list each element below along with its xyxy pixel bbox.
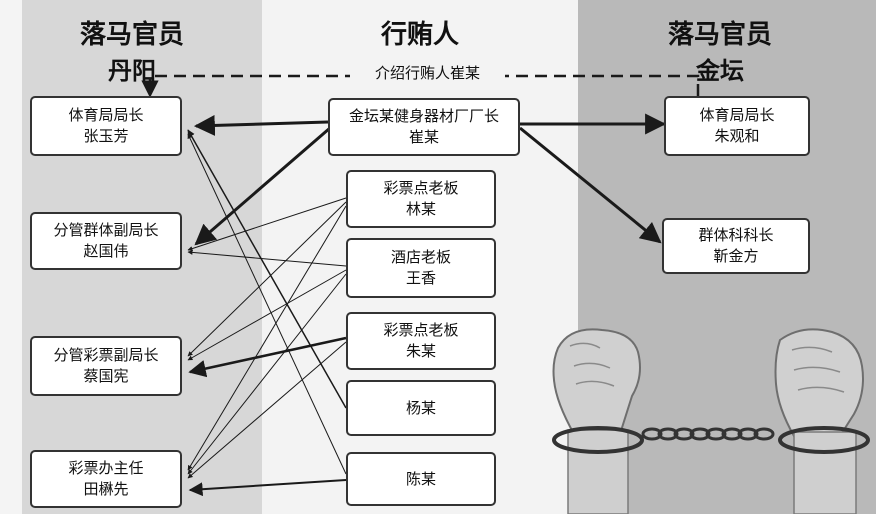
link-wang-tian [187,273,347,475]
briber-zhu: 彩票点老板 朱某 [346,312,496,370]
official-cai-guoxian: 分管彩票副局长 蔡国宪 [30,336,182,396]
official-tian-maoxian: 彩票办主任 田楙先 [30,450,182,508]
official-title: 群体科科长 [698,226,774,244]
link-lin-zhao [187,197,347,251]
official-name: 靳金方 [713,247,759,265]
official-name: 赵国伟 [83,242,129,260]
briber-lin: 彩票点老板 林某 [346,170,496,228]
link-cui-zhao [194,126,331,246]
briber-name: 陈某 [405,469,436,488]
intro-label: 介绍行贿人崔某 [350,62,505,83]
official-name: 田楙先 [83,480,129,498]
link-zhu-tian [187,341,347,479]
middle-header-title: 行贿人 [380,20,459,50]
link-lin-tian [187,205,347,471]
official-title: 体育局局长 [68,106,144,124]
link-wang-cai [187,269,347,361]
briber-title: 金坛某健身器材厂厂长 [348,107,499,125]
handcuffed-fists-illustration [552,328,870,514]
briber-yang: 杨某 [346,380,496,436]
briber-title: 酒店老板 [390,248,451,266]
official-name: 朱观和 [714,127,760,145]
briber-title: 彩票点老板 [383,179,459,197]
link-cui-jin [519,126,662,244]
official-zhang-yufang: 体育局局长 张玉芳 [30,96,182,156]
briber-wang: 酒店老板 王香 [346,238,496,298]
official-name: 蔡国宪 [83,367,129,385]
official-name: 张玉芳 [83,127,129,145]
link-zhu-cai [188,336,347,378]
briber-name: 林某 [405,200,436,218]
briber-cui: 金坛某健身器材厂厂长 崔某 [328,98,520,156]
briber-name: 杨某 [405,398,436,417]
link-cui-zhang [193,114,329,136]
briber-name: 崔某 [408,128,439,146]
briber-chen: 陈某 [346,452,496,506]
link-chen-tian [188,479,347,497]
official-title: 分管群体副局长 [53,221,159,239]
official-title: 体育局局长 [699,106,775,124]
official-title: 彩票办主任 [68,459,144,477]
official-zhu-guanhe: 体育局局长 朱观和 [664,96,810,156]
briber-name: 王香 [405,269,436,287]
right-header-title: 落马官员 [667,20,772,50]
link-yang-zhang [187,129,347,409]
briber-name: 朱某 [405,342,436,360]
link-wang-zhao [187,249,347,267]
left-header-title: 落马官员 [79,20,184,50]
official-zhao-guowei: 分管群体副局长 赵国伟 [30,212,182,270]
official-jin-jinfang: 群体科科长 靳金方 [662,218,810,274]
right-header-place: 金坛 [696,57,744,85]
official-title: 分管彩票副局长 [53,346,159,364]
link-lin-cai [187,201,347,357]
link-chen-zhang [187,133,347,475]
briber-title: 彩票点老板 [383,321,459,339]
